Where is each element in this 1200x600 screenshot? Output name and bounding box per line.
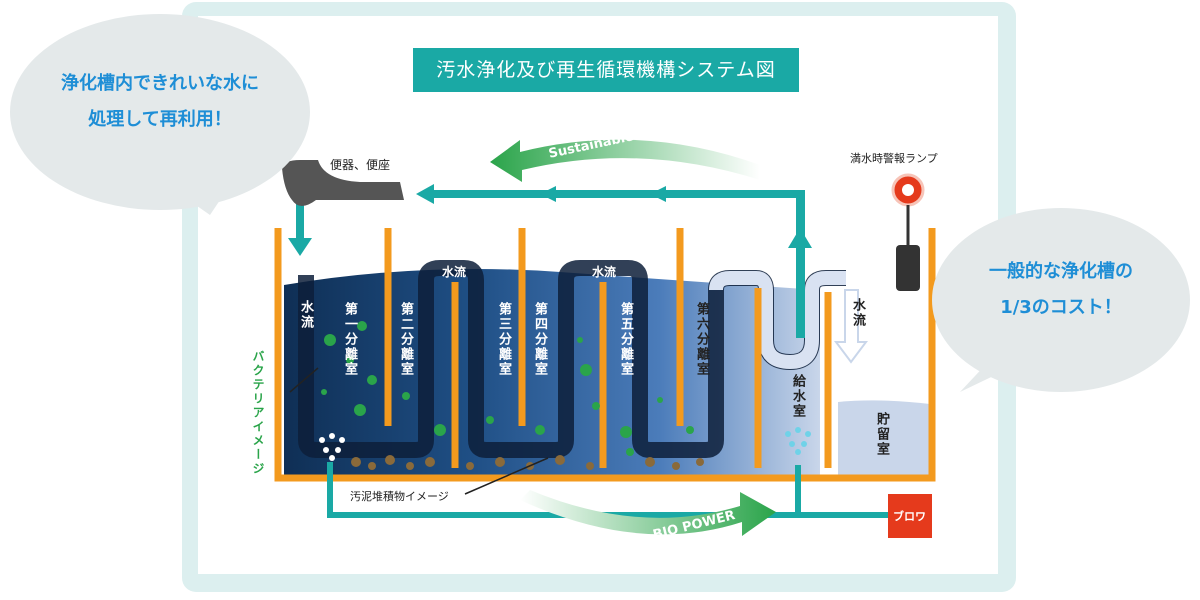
right-callout-text: 一般的な浄化槽の 1/3のコスト！ [934,254,1188,326]
right-callout-bubble [932,208,1190,392]
alarm-lamp-icon [891,173,925,291]
air-bubbles [319,427,811,461]
left-callout-line1: 浄化槽内できれいな水に [61,73,259,94]
bio-power-arrow [520,490,776,536]
toilet-icon [282,160,404,206]
diagram-title: 汚水浄化及び再生循環機構システム図 [413,48,799,92]
tank-walls [274,228,936,482]
blower-box [888,494,932,538]
chamber1-label: 第一分離室 [342,302,357,377]
recycle-pipe [288,184,812,338]
water-flow-arrow [834,289,868,364]
bacteria-label: バクテリアイメージ [251,350,265,476]
chamber5-label: 第五分離室 [618,302,633,377]
supply-room-label: 給水室 [790,374,805,419]
storage-water [838,400,930,475]
water-flow-label-3: 水流 [298,300,313,330]
alarm-lamp-label: 満水時警報ランプ [850,152,938,165]
toilet-label: 便器、便座 [330,158,391,172]
left-callout-line2: 処理して再利用！ [88,109,232,130]
water-flow-label-1: 水流 [442,265,467,279]
left-callout-text: 浄化槽内できれいな水に 処理して再利用！ [12,66,308,138]
sludge-dots [351,455,704,470]
left-callout-bubble [10,14,310,210]
water-flow-label-2: 水流 [592,265,617,279]
sludge-label: 汚泥堆積物イメージ [350,490,449,503]
right-callout-line2: 1/3のコスト！ [1000,297,1122,318]
blower-label: ブロワ [893,510,926,523]
storage-room-label: 貯留室 [874,412,889,457]
bacteria-dots [321,321,694,456]
right-callout-line1: 一般的な浄化槽の [989,261,1133,282]
sustainable-arrow [490,139,760,182]
chamber2-label: 第二分離室 [398,302,413,377]
water-flow-label-4: 水流 [850,298,865,328]
chamber4-label: 第四分離室 [532,302,547,377]
chamber3-label: 第三分離室 [496,302,511,377]
chamber6-label: 第六分離室 [694,302,709,377]
